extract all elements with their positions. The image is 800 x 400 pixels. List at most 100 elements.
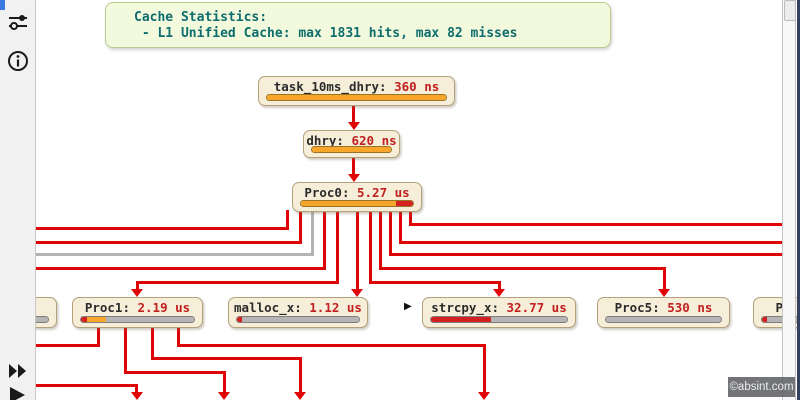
bar-segment-orange: [86, 317, 106, 322]
left-toolbar: [0, 0, 36, 400]
edge-segment: [379, 210, 382, 270]
edge-segment: [177, 325, 180, 347]
play-icon[interactable]: [7, 384, 29, 400]
graph-node-malloc_x[interactable]: malloc_x: 1.12 us: [228, 297, 368, 328]
edge-arrowhead-icon: [348, 122, 360, 130]
graph-node-proc0[interactable]: Proc0: 5.27 us: [292, 182, 422, 212]
node-label: malloc_x:: [234, 300, 302, 315]
edge-segment: [323, 210, 326, 270]
node-time-bar: [605, 316, 722, 323]
edge-segment: [389, 210, 392, 256]
scrollbar-thumb[interactable]: [784, 0, 796, 21]
watermark: ©absint.com: [728, 377, 795, 397]
bar-segment-orange: [312, 147, 391, 152]
graph-node-proc1[interactable]: Proc1: 2.19 us: [72, 297, 203, 328]
window-right-edge: [797, 0, 800, 400]
edge-segment: [30, 241, 302, 244]
node-value: 32.77 us: [499, 300, 567, 315]
edge-arrowhead-icon: [131, 392, 143, 400]
edge-segment: [151, 357, 302, 360]
graph-node-proc5[interactable]: Proc5: 530 ns: [597, 297, 730, 328]
bar-segment-red: [762, 317, 768, 322]
edge-arrowhead-icon: [348, 174, 360, 182]
node-title: strcpy_x: 32.77 us: [423, 298, 575, 315]
edge-segment: [177, 344, 486, 347]
edge-segment: [124, 371, 226, 374]
node-title: Proc1: 2.19 us: [73, 298, 202, 315]
edge-segment: [409, 210, 412, 226]
node-title: dhry: 620 ns: [304, 131, 399, 148]
node-time-bar: [80, 316, 195, 323]
bar-segment-gray: [105, 317, 194, 322]
node-title: malloc_x: 1.12 us: [229, 298, 367, 315]
info-icon[interactable]: [7, 50, 29, 72]
edge-segment: [151, 325, 154, 360]
node-label: Proc0:: [304, 185, 350, 200]
graph-node-dhry[interactable]: dhry: 620 ns: [303, 130, 400, 158]
node-value: 5.27 us: [349, 185, 410, 200]
edge-segment: [97, 325, 100, 347]
bar-segment-gray: [241, 317, 359, 322]
vertical-scrollbar[interactable]: [782, 0, 796, 400]
node-title: task_10ms_dhry: 360 ns: [259, 77, 454, 94]
node-value: 530 ns: [659, 300, 713, 315]
edge-segment: [136, 281, 139, 291]
node-time-bar: [236, 316, 360, 323]
skip-forward-icon[interactable]: [7, 360, 29, 382]
edge-segment: [498, 281, 501, 291]
node-time-bar: [266, 94, 447, 101]
bar-segment-red: [81, 317, 87, 322]
edge-segment: [399, 210, 402, 244]
node-label: dhry:: [306, 133, 344, 148]
edge-segment: [136, 281, 339, 284]
edge-segment: [30, 267, 326, 270]
bar-segment-gray: [490, 317, 567, 322]
node-label: strcpy_x:: [431, 300, 499, 315]
node-value: 360 ns: [386, 79, 440, 94]
edge-segment: [30, 344, 100, 347]
edge-segment: [389, 253, 782, 256]
edge-segment: [223, 371, 226, 394]
edge-segment: [299, 210, 302, 244]
edge-segment: [356, 210, 359, 290]
node-time-bar: [300, 200, 414, 207]
graph-node-strcpy_x[interactable]: strcpy_x: 32.77 us: [422, 297, 576, 328]
edge-segment: [286, 210, 289, 230]
bar-segment-red: [431, 317, 491, 322]
edge-arrowhead-icon: [218, 392, 230, 400]
edge-arrowhead-icon: [294, 392, 306, 400]
edge-arrowhead-icon: [478, 392, 490, 400]
edge-segment: [30, 253, 314, 256]
edge-segment: [30, 227, 289, 230]
node-time-bar: [430, 316, 568, 323]
cache-statistics-title: Cache Statistics:: [134, 10, 268, 25]
edge-segment: [336, 210, 339, 284]
edge-segment: [399, 241, 782, 244]
edge-segment: [369, 281, 501, 284]
edge-segment: [352, 106, 355, 126]
node-value: 620 ns: [343, 133, 397, 148]
bar-segment-gray: [606, 317, 721, 322]
edge-arrowhead-icon: [658, 289, 670, 297]
bar-segment-orange: [301, 201, 397, 206]
edge-arrowhead-icon: [131, 289, 143, 297]
node-label: Proc1:: [84, 300, 130, 315]
cache-statistics-box: Cache Statistics: - L1 Unified Cache: ma…: [105, 2, 611, 48]
edge-arrowhead-icon: [493, 289, 505, 297]
graph-node-task_10ms_dhry[interactable]: task_10ms_dhry: 360 ns: [258, 76, 455, 106]
bar-segment-orange: [267, 95, 446, 100]
node-time-bar: [311, 146, 392, 153]
bar-segment-red: [396, 201, 413, 206]
edge-segment: [663, 267, 666, 291]
window-corner-accent: [0, 0, 5, 10]
edge-arrowhead-icon: [351, 289, 363, 297]
bar-segment-red: [237, 317, 242, 322]
tune-icon[interactable]: [7, 12, 29, 34]
node-value: 2.19 us: [129, 300, 191, 315]
node-title: Proc0: 5.27 us: [293, 183, 421, 200]
edge-segment: [299, 357, 302, 394]
collapse-expand-marker[interactable]: ▶: [404, 301, 412, 312]
edge-segment: [311, 210, 314, 256]
edge-segment: [369, 210, 372, 284]
